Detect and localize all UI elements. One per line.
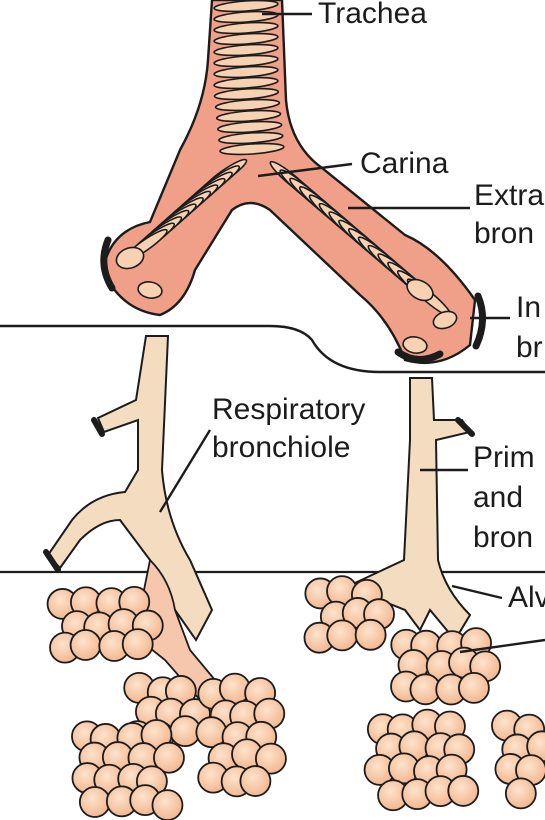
label-extrapulmonary-line1: Extra — [474, 179, 545, 212]
right-bronchiole-cap — [455, 417, 475, 437]
trachea-and-bronchi — [100, 0, 486, 364]
cartilage-ring — [213, 87, 280, 101]
cartilage-ring — [213, 43, 279, 57]
leader-alveoli-2 — [459, 638, 545, 654]
divider-upper — [0, 324, 545, 374]
label-trachea: Trachea — [318, 0, 427, 30]
cartilage-ring — [213, 0, 279, 13]
alveolus — [78, 786, 111, 818]
label-respiratory-line1: Respiratory — [212, 393, 366, 426]
cartilage-ring — [213, 65, 279, 79]
alveolus — [326, 619, 359, 652]
cartilage-ring — [402, 336, 428, 354]
alveolus — [239, 765, 272, 797]
leader-carina — [257, 162, 353, 178]
left-bronchiole-stem — [46, 335, 214, 642]
cartilage-ring — [216, 120, 283, 134]
left-bronchiole-cap-2 — [43, 549, 61, 573]
label-alveoli: Alv — [508, 581, 545, 614]
leader-alveoli — [451, 584, 503, 600]
cartilage-ring — [213, 54, 279, 68]
label-extrapulmonary-line2: bron — [474, 217, 535, 250]
label-primary-line1: Prim — [473, 441, 535, 474]
alveolus — [121, 628, 154, 660]
label-respiratory-line2: bronchiole — [212, 431, 351, 464]
alveolus — [504, 777, 537, 810]
alveolus — [457, 671, 490, 704]
alveolar-clusters — [46, 575, 545, 820]
cartilage-ring — [115, 246, 145, 270]
cartilage-ring — [214, 98, 281, 112]
alveolus — [354, 618, 387, 651]
right-bronchus-end — [472, 292, 486, 350]
alveolus — [151, 789, 184, 820]
cartilage-rings — [115, 0, 458, 354]
alveolus — [447, 775, 480, 807]
label-primary-line3: bron — [473, 521, 534, 554]
cartilage-ring — [406, 278, 434, 302]
cartilage-ring — [213, 21, 279, 35]
cartilage-ring — [213, 76, 279, 90]
cartilage-ring — [432, 310, 458, 330]
label-primary-line2: and — [473, 481, 524, 514]
alveolus — [255, 742, 287, 775]
alveolus — [153, 741, 185, 774]
label-intrapulmonary-line2: br — [516, 331, 543, 364]
right-bronchus-lower-end — [394, 348, 444, 363]
label-carina: Carina — [360, 147, 449, 180]
left-bronchus-end — [100, 236, 116, 292]
label-intrapulmonary-line1: In — [516, 291, 542, 324]
cartilage-ring — [219, 142, 285, 156]
cartilage-ring — [215, 109, 282, 123]
cartilage-ring — [218, 131, 284, 145]
label-leaders — [158, 12, 545, 654]
cartilage-ring — [213, 32, 279, 46]
alveolus — [69, 629, 102, 661]
cartilage-ring — [137, 281, 163, 299]
left-bronchiole-cap — [91, 417, 105, 437]
leader-respiratory — [158, 429, 212, 513]
